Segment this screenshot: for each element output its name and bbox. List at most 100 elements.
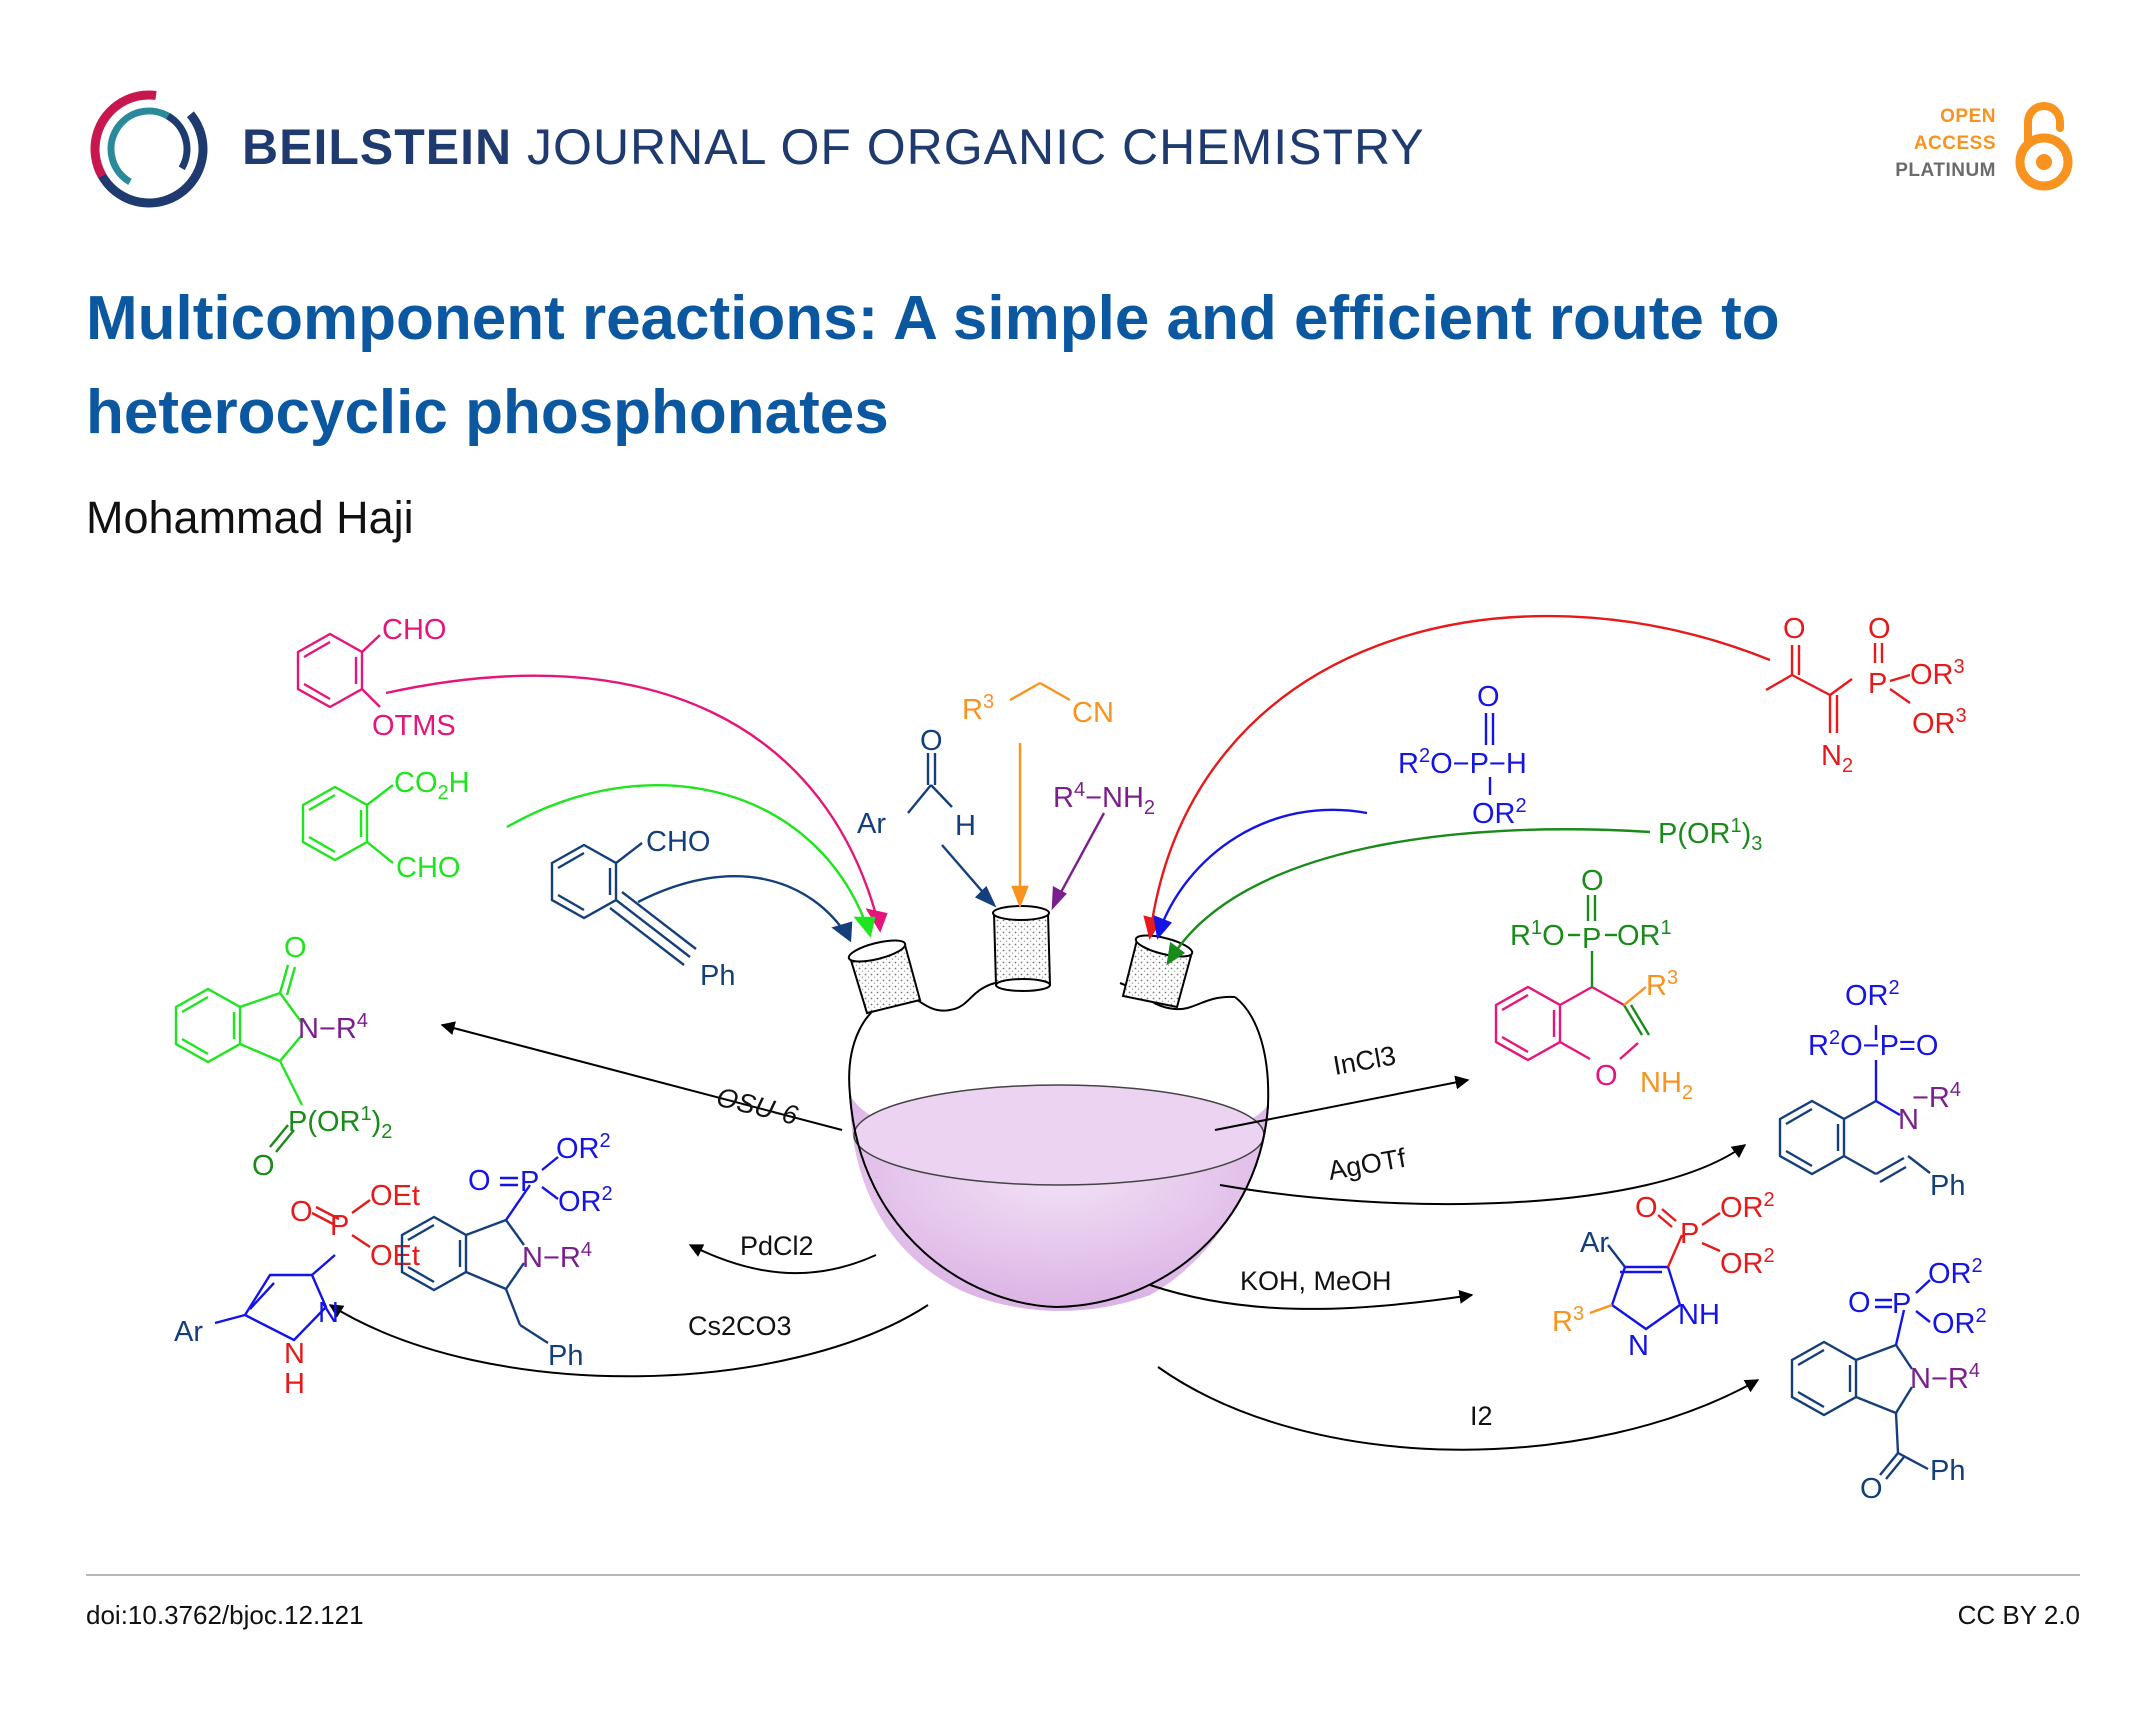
svg-text:N−R4: N−R4	[522, 1239, 592, 1274]
svg-text:−R4: −R4	[1912, 1079, 1961, 1114]
svg-text:Ph: Ph	[548, 1340, 583, 1372]
svg-text:OTMS: OTMS	[372, 710, 456, 742]
svg-text:O: O	[290, 1196, 313, 1228]
condition-agotf: AgOTf	[1326, 1143, 1409, 1186]
oa-access-label: ACCESS	[1913, 133, 1996, 154]
svg-text:O: O	[1783, 613, 1806, 645]
svg-text:CHO: CHO	[646, 826, 710, 858]
svg-text:H: H	[284, 1368, 305, 1400]
svg-text:R2O−P−H: R2O−P−H	[1398, 745, 1527, 780]
svg-text:OR2: OR2	[1928, 1255, 1983, 1290]
svg-text:O: O	[252, 1150, 275, 1182]
condition-cs2co3: Cs2CO3	[688, 1311, 792, 1341]
open-access-lock-icon	[2015, 102, 2073, 191]
condition-incl3: InCl3	[1331, 1040, 1398, 1080]
condition-pdcl2: PdCl2	[740, 1231, 814, 1261]
svg-text:O: O	[1477, 681, 1500, 713]
svg-text:Ph: Ph	[1930, 1170, 1965, 1202]
flask-left-neck	[847, 939, 922, 1015]
author-name: Mohammad Haji	[86, 492, 414, 543]
arrow-from-trialkyl-phosphite	[1168, 828, 1651, 961]
condition-koh-meoh: KOH, MeOH	[1240, 1266, 1392, 1296]
svg-text:P: P	[1892, 1288, 1911, 1320]
reactant-otms-aldehyde: CHO OTMS	[296, 614, 456, 742]
svg-text:CHO: CHO	[382, 614, 446, 646]
svg-text:Ar: Ar	[857, 808, 886, 840]
svg-text:P: P	[1582, 923, 1601, 955]
svg-text:OR2: OR2	[1720, 1245, 1775, 1280]
svg-text:OR3: OR3	[1912, 705, 1967, 740]
svg-text:OR3: OR3	[1910, 656, 1965, 691]
license-text: CC BY 2.0	[1957, 1600, 2080, 1630]
svg-text:O: O	[284, 932, 307, 964]
svg-text:NH: NH	[1678, 1299, 1720, 1331]
product-isoindole-benzyl: O P OR2 OR2 N−R4 Ph	[400, 1130, 613, 1372]
svg-text:O: O	[468, 1165, 491, 1197]
svg-text:Ar: Ar	[174, 1316, 203, 1348]
reactant-formylbenzoic-acid: CO2H CHO	[301, 767, 470, 884]
svg-text:Ar: Ar	[1580, 1227, 1609, 1259]
reactant-trialkyl-phosphite: P(OR1)3	[1658, 815, 1762, 855]
oa-platinum-label: PLATINUM	[1895, 160, 1996, 181]
arrow-from-formylbenzoic-acid	[506, 784, 872, 936]
arrow-from-alkynyl-benzaldehyde	[637, 875, 852, 941]
arrow-to-pyrazole-ar	[328, 1304, 929, 1378]
svg-text:CHO: CHO	[396, 852, 460, 884]
reaction-scheme: OSU-6 InCl3 AgOTf PdCl2 Cs2CO3 KOH, MeOH…	[174, 613, 1987, 1505]
open-access-badge: OPEN ACCESS PLATINUM	[1870, 98, 2080, 198]
reactant-aldehyde: O Ar H	[857, 725, 976, 842]
svg-text:N: N	[1898, 1104, 1919, 1136]
svg-text:OR1: OR1	[1617, 917, 1672, 952]
svg-text:P(OR1)2: P(OR1)2	[288, 1103, 392, 1143]
svg-text:N−R4: N−R4	[1910, 1360, 1980, 1395]
arrow-from-diazo-phosphonate	[1148, 614, 1771, 936]
svg-text:O: O	[1635, 1192, 1658, 1224]
reactant-nitrile: R3 CN	[962, 681, 1114, 729]
journal-name-rest: JOURNAL OF ORGANIC CHEMISTRY	[527, 119, 1425, 175]
arrow-to-pyrazole-r3	[1149, 1284, 1474, 1310]
product-isoindole-benzoyl: O P OR2 OR2 N−R4 O Ph	[1790, 1255, 1987, 1505]
reactant-alkynyl-benzaldehyde: CHO Ph	[550, 826, 735, 992]
three-neck-flask	[847, 905, 1270, 1311]
svg-text:O: O	[1848, 1287, 1871, 1319]
arrow-to-chromene	[1214, 1075, 1470, 1131]
arrow-to-dihydroisoquinoline	[1219, 1144, 1747, 1205]
svg-text:O: O	[1860, 1473, 1883, 1505]
svg-text:N−R4: N−R4	[298, 1010, 368, 1045]
svg-text:Ph: Ph	[700, 960, 735, 992]
product-pyrazole-ar: O P OEt OEt Ar N N H	[174, 1180, 420, 1400]
condition-i2: I2	[1470, 1401, 1493, 1431]
svg-text:N: N	[1628, 1330, 1649, 1362]
flask-center-neck	[992, 905, 1052, 992]
svg-text:O: O	[1595, 1060, 1618, 1092]
svg-text:OEt: OEt	[370, 1180, 420, 1212]
svg-text:R1O: R1O	[1510, 917, 1565, 952]
doi-text: doi:10.3762/bjoc.12.121	[86, 1600, 364, 1630]
svg-text:OR2: OR2	[1845, 977, 1900, 1012]
svg-text:P(OR1)3: P(OR1)3	[1658, 815, 1762, 855]
svg-text:P: P	[1680, 1218, 1699, 1250]
svg-text:R3: R3	[962, 691, 994, 726]
oa-open-label: OPEN	[1940, 106, 1996, 127]
product-arrows	[328, 1021, 1760, 1451]
svg-text:R3: R3	[1646, 967, 1678, 1002]
svg-text:O: O	[1868, 613, 1891, 645]
svg-text:OR2: OR2	[558, 1183, 613, 1218]
svg-text:OR2: OR2	[1720, 1189, 1775, 1224]
product-dihydroisoquinoline: OR2 R2O−P=O N −R4 Ph	[1778, 977, 1965, 1202]
journal-name: BEILSTEIN JOURNAL OF ORGANIC CHEMISTRY	[242, 118, 1425, 176]
svg-text:OR2: OR2	[556, 1130, 611, 1165]
product-isoindolinone: O N−R4 P(OR1)2 O	[174, 932, 392, 1182]
reactant-diazo-phosphonate: O O P OR3 OR3 N2	[1765, 613, 1967, 777]
arrow-to-isoindole-benzoyl	[1157, 1366, 1760, 1451]
svg-text:R2O−P=O: R2O−P=O	[1808, 1027, 1938, 1062]
svg-text:Ph: Ph	[1930, 1455, 1965, 1487]
svg-text:R3: R3	[1552, 1303, 1584, 1338]
svg-text:H: H	[955, 810, 976, 842]
svg-text:O: O	[1581, 865, 1604, 897]
arrow-to-isoindolinone	[440, 1021, 843, 1131]
reactant-arrows	[385, 614, 1771, 966]
svg-text:OR2: OR2	[1932, 1305, 1987, 1340]
beilstein-logo-icon	[90, 90, 208, 208]
footer-divider	[86, 1574, 2080, 1576]
